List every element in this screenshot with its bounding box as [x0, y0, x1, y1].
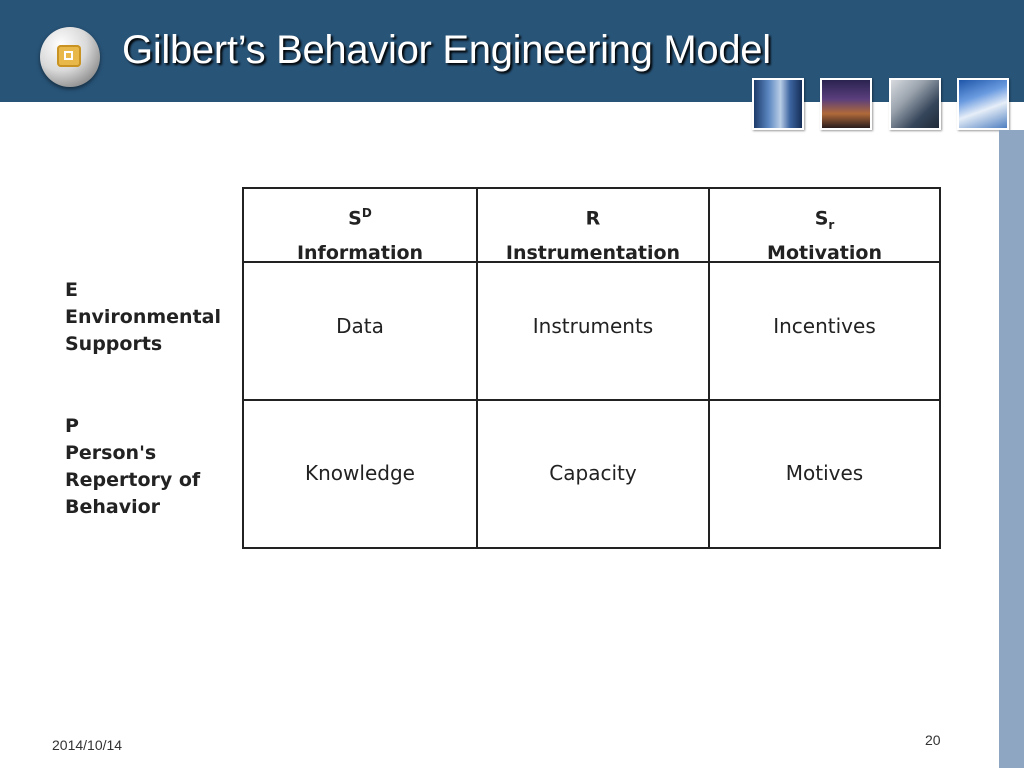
building-image — [957, 78, 1009, 130]
column-header-information: SD Information — [244, 199, 476, 267]
footer-date: 2014/10/14 — [52, 737, 123, 753]
column-divider — [708, 189, 710, 547]
row-label-person: P Person's Repertory of Behavior — [65, 415, 201, 518]
cell-capacity: Capacity — [549, 461, 637, 485]
slide-title: Gilbert’s Behavior Engineering Model — [122, 28, 771, 72]
square-icon — [57, 45, 81, 67]
behavior-model-table: SD Information R Instrumentation Sr Moti… — [242, 187, 941, 549]
phone-person-image — [889, 78, 941, 130]
cell-motives: Motives — [785, 461, 864, 485]
header-bar: Gilbert’s Behavior Engineering Model — [0, 0, 1024, 102]
right-sidebar-strip — [999, 130, 1024, 768]
column-header-motivation: Sr Motivation — [710, 199, 939, 267]
city-night-image — [820, 78, 872, 130]
logo-icon — [40, 27, 100, 87]
cell-instruments: Instruments — [532, 314, 654, 338]
row-divider — [244, 399, 939, 401]
row-divider — [244, 261, 939, 263]
column-symbol: R — [585, 207, 601, 230]
column-header-instrumentation: R Instrumentation — [478, 199, 708, 267]
column-label: Instrumentation — [505, 242, 681, 265]
column-label: Motivation — [767, 242, 882, 265]
row-label-environment: E Environmental Supports — [65, 279, 221, 355]
cell-incentives: Incentives — [773, 314, 876, 338]
column-label: Information — [296, 242, 424, 265]
page-number: 20 — [925, 732, 941, 748]
column-symbol: Sr — [814, 207, 835, 233]
cell-data: Data — [336, 314, 384, 338]
cell-knowledge: Knowledge — [305, 461, 415, 485]
column-symbol: SD — [348, 206, 372, 230]
column-divider — [476, 189, 478, 547]
skyscraper-image — [752, 78, 804, 130]
